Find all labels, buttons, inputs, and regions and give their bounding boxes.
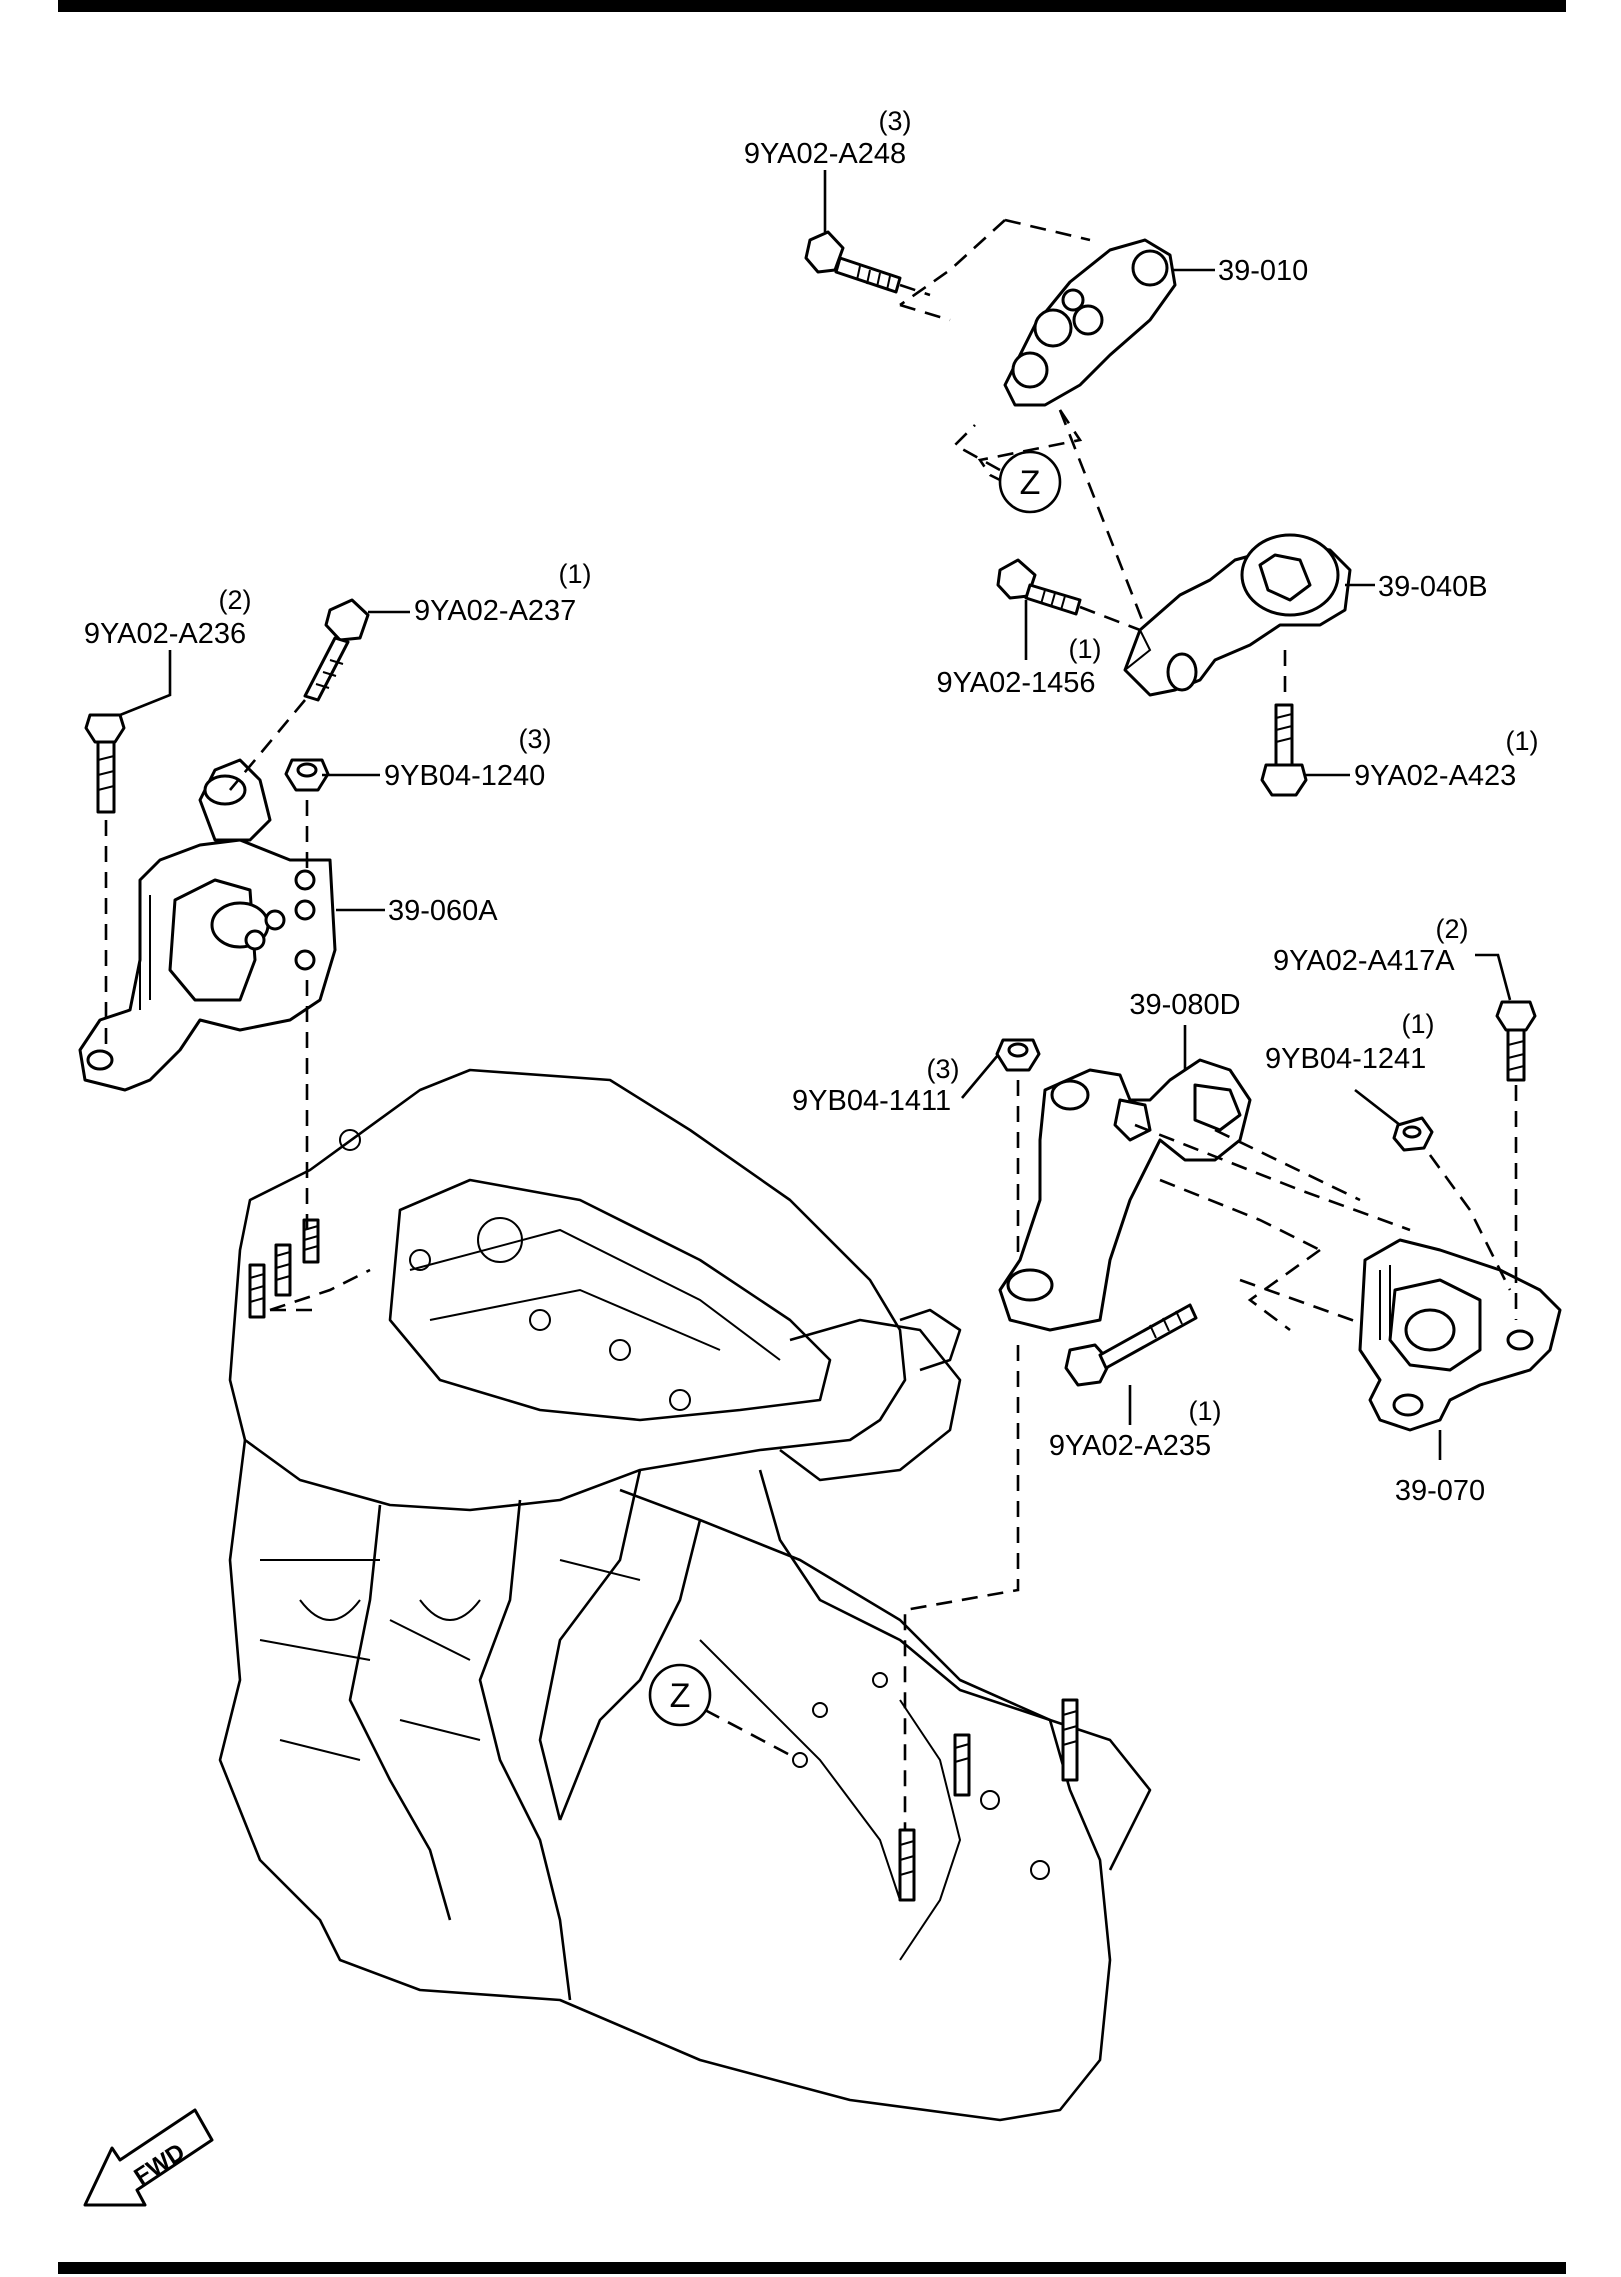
fwd-arrow: FWD — [83, 2108, 214, 2207]
qty-9YA02-A248: (3) — [879, 106, 912, 136]
mount-left-to-engine — [269, 1268, 371, 1312]
bracket-dashed-lines — [1134, 1123, 1411, 1332]
link-to-bracket-line — [1058, 409, 1152, 641]
label-9YB04-1240: 9YB04-1240 — [384, 760, 545, 792]
bolt-9YA02-A423[interactable] — [1260, 703, 1308, 797]
qty-9YA02-A237: (1) — [559, 559, 592, 589]
top-border — [58, 0, 1566, 12]
z-marker-top: Z — [952, 424, 1062, 514]
bolt-9YA02-A237[interactable] — [229, 598, 370, 791]
z-marker-engine-label: Z — [670, 1677, 691, 1715]
qty-9YA02-A235: (1) — [1189, 1396, 1222, 1426]
qty-9YB04-1240: (3) — [519, 724, 552, 754]
label-39-040B: 39-040B — [1378, 571, 1488, 603]
engine-studs — [248, 1218, 1079, 1902]
label-39-080D: 39-080D — [1129, 989, 1240, 1021]
nut-9YB04-1240[interactable] — [284, 758, 330, 1240]
bolt-9YA02-A417A[interactable] — [1495, 1000, 1537, 1320]
label-9YA02-1456: 9YA02-1456 — [936, 667, 1095, 699]
bolt-9YA02-A248[interactable] — [804, 230, 931, 297]
label-39-070: 39-070 — [1395, 1475, 1485, 1507]
part-labels: (3) 9YA02-A248 39-010 39-040B (1) 9YA02-… — [84, 106, 1539, 1507]
qty-9YA02-1456: (1) — [1069, 634, 1102, 664]
label-9YA02-A417A: 9YA02-A417A — [1273, 945, 1455, 977]
label-39-010: 39-010 — [1218, 255, 1308, 287]
bottom-border — [58, 2262, 1566, 2274]
part-39-060A-mount[interactable] — [78, 758, 337, 1092]
bolt-9YA02-1456[interactable] — [996, 558, 1141, 632]
label-9YA02-A237: 9YA02-A237 — [414, 595, 576, 627]
bolt-9YA02-A235[interactable] — [1064, 1303, 1198, 1387]
bolt-9YA02-A236[interactable] — [84, 713, 126, 1050]
z-marker-engine: Z — [648, 1663, 791, 1757]
qty-9YA02-A236: (2) — [219, 585, 252, 615]
z-marker-top-label: Z — [1020, 464, 1041, 502]
label-9YA02-A423: 9YA02-A423 — [1354, 760, 1516, 792]
nut-9YB04-1241[interactable] — [1392, 1116, 1512, 1291]
label-9YA02-A248: 9YA02-A248 — [744, 138, 906, 170]
engine-assembly — [218, 1068, 1152, 2122]
qty-9YA02-A417A: (2) — [1436, 914, 1469, 944]
label-9YB04-1411: 9YB04-1411 — [792, 1085, 951, 1117]
label-9YB04-1241: 9YB04-1241 — [1265, 1043, 1426, 1075]
part-39-040B-rod[interactable] — [1123, 533, 1352, 697]
qty-9YB04-1241: (1) — [1402, 1009, 1435, 1039]
part-39-080D-bracket[interactable] — [998, 1058, 1252, 1332]
nut-9YB04-1411[interactable] — [903, 1038, 1041, 1830]
label-9YA02-A236: 9YA02-A236 — [84, 618, 246, 650]
leader-lines — [119, 170, 1512, 1460]
part-39-010-link[interactable] — [1003, 238, 1177, 407]
qty-9YA02-A423: (1) — [1506, 726, 1539, 756]
label-9YA02-A235: 9YA02-A235 — [1049, 1430, 1211, 1462]
part-39-070-mount[interactable] — [1358, 1238, 1562, 1432]
qty-9YB04-1411: (3) — [927, 1054, 960, 1084]
label-39-060A: 39-060A — [388, 895, 498, 927]
